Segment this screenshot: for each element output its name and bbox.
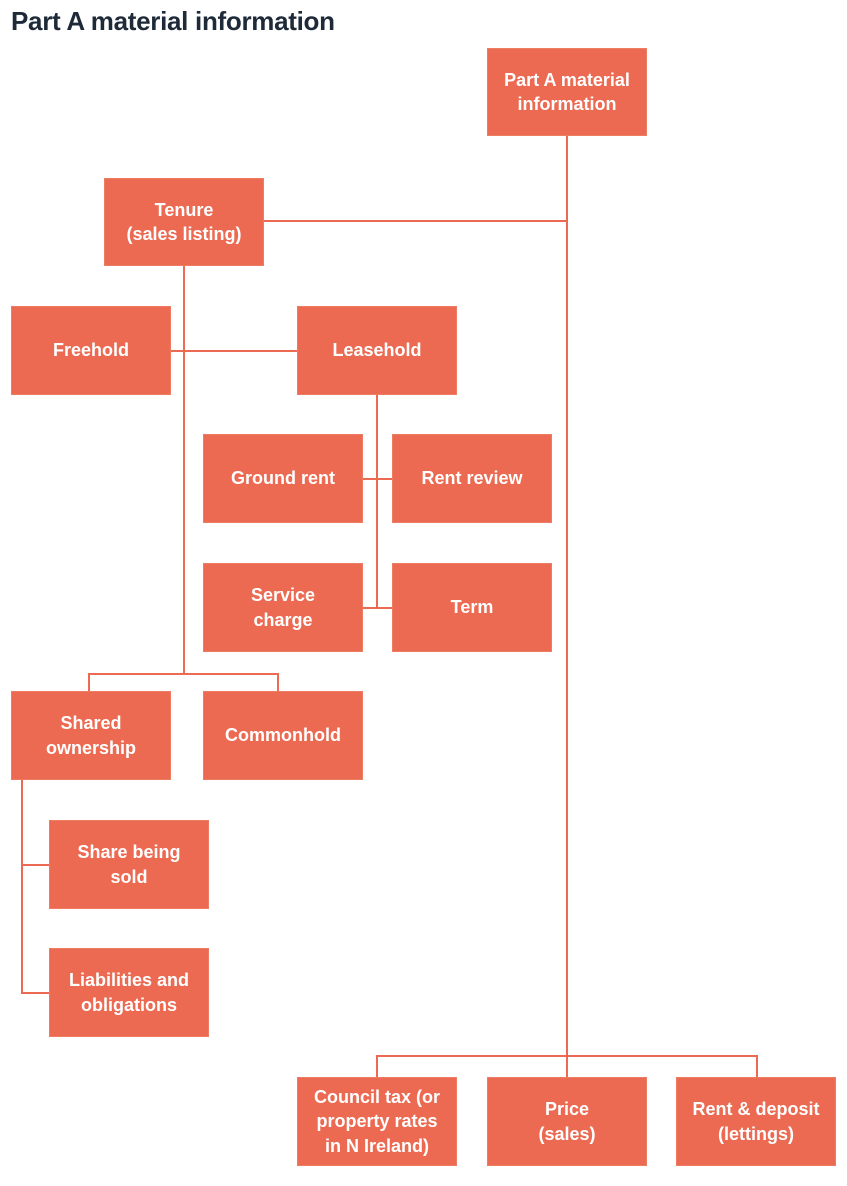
connector-groundrent-rentreview: [362, 478, 392, 480]
connector-shared-stub: [88, 673, 90, 691]
node-ground-rent: Ground rent: [203, 434, 363, 523]
node-freehold: Freehold: [11, 306, 171, 395]
node-commonhold: Commonhold: [203, 691, 363, 780]
connector-liabilities-stub: [21, 992, 49, 994]
node-term: Term: [392, 563, 552, 652]
connector-rentdeposit-stub: [756, 1055, 758, 1077]
connector-tenure-to-trunk: [264, 220, 567, 222]
node-part-a-label: Part A material information: [504, 69, 630, 114]
node-share-being-sold-label: Share being sold: [77, 842, 181, 887]
node-leasehold: Leasehold: [297, 306, 457, 395]
node-rent-deposit-label: Rent & deposit (lettings): [692, 1099, 820, 1144]
node-council-tax: Council tax (or property rates in N Irel…: [297, 1077, 457, 1166]
connector-shared-commonhold-bar: [88, 673, 279, 675]
node-commonhold-label: Commonhold: [225, 725, 341, 746]
node-price-sales: Price (sales): [487, 1077, 647, 1166]
connector-bottom-bar: [376, 1055, 758, 1057]
node-service-charge: Service charge: [203, 563, 363, 652]
node-part-a-material-information: Part A material information: [487, 48, 647, 136]
node-freehold-label: Freehold: [52, 340, 129, 361]
node-price-label: Price (sales): [538, 1099, 596, 1144]
node-tenure-label: Tenure (sales listing): [126, 199, 242, 244]
connector-parta-trunk: [566, 136, 568, 1077]
page-title: Part A material information: [11, 6, 335, 36]
node-rent-review-label: Rent review: [421, 468, 523, 489]
node-rent-review: Rent review: [392, 434, 552, 523]
connector-leasehold-trunk: [376, 395, 378, 609]
node-term-label: Term: [450, 597, 494, 618]
node-leasehold-label: Leasehold: [332, 340, 422, 361]
node-shared-ownership: Shared ownership: [11, 691, 171, 780]
connector-commonhold-stub: [277, 673, 279, 691]
node-share-being-sold: Share being sold: [49, 820, 209, 909]
node-ground-rent-label: Ground rent: [231, 468, 335, 489]
connector-tenure-trunk: [183, 266, 185, 675]
node-liabilities-and-obligations: Liabilities and obligations: [49, 948, 209, 1037]
node-council-tax-label: Council tax (or property rates in N Irel…: [313, 1087, 440, 1156]
node-shared-ownership-label: Shared ownership: [45, 713, 136, 758]
node-service-charge-label: Service charge: [250, 585, 316, 630]
connector-counciltax-stub: [376, 1055, 378, 1077]
node-rent-and-deposit: Rent & deposit (lettings): [676, 1077, 836, 1166]
node-tenure: Tenure (sales listing): [104, 178, 264, 266]
connector-servicecharge-term: [362, 607, 392, 609]
connector-shared-sub-trunk: [21, 780, 23, 994]
connector-freehold-leasehold: [171, 350, 297, 352]
node-liabilities-label: Liabilities and obligations: [68, 970, 190, 1015]
connector-sharebeingsold-stub: [21, 864, 49, 866]
